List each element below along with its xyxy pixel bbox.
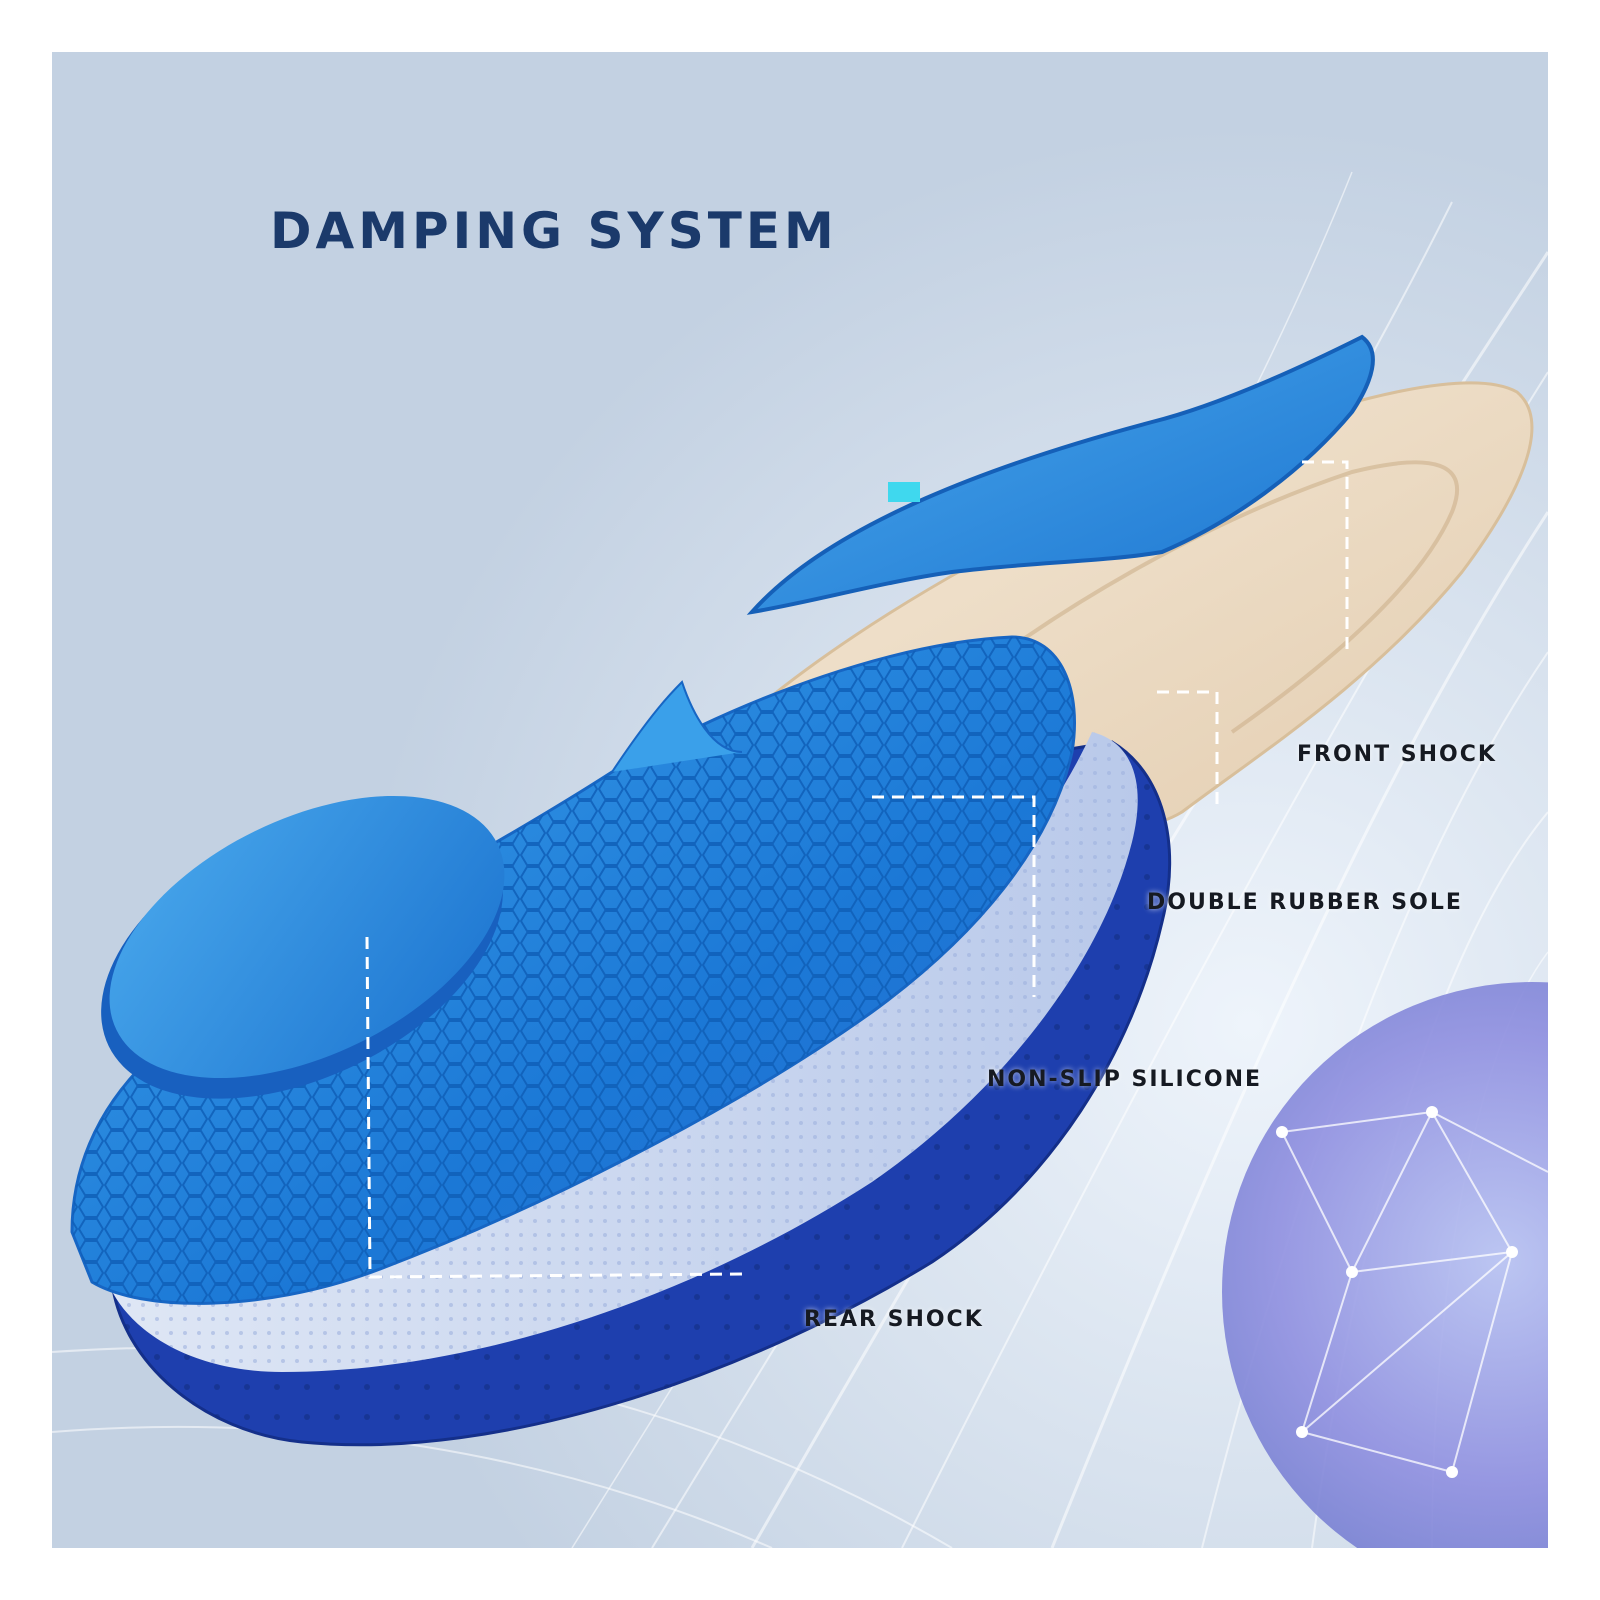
front-pad-highlight (888, 482, 920, 502)
product-image-frame: DAMPING SYSTEM FRONT SHOCK DOUBLE RUBBER… (52, 52, 1548, 1548)
callout-lines (365, 460, 1349, 1279)
non-slip-silicone-label: NON-SLIP SILICONE (987, 1067, 1263, 1092)
non-slip-silicone-leader (872, 795, 1036, 997)
rear-shock-leader (365, 936, 743, 1279)
front-shock-leader (1302, 460, 1349, 652)
double-rubber-sole-label: DOUBLE RUBBER SOLE (1147, 890, 1463, 915)
network-globe-icon (1222, 982, 1548, 1548)
front-shock-label: FRONT SHOCK (1297, 742, 1497, 767)
double-rubber-sole-leader (1157, 690, 1219, 812)
front-shock-pad (746, 334, 1375, 615)
rear-shock-pad (101, 795, 505, 1099)
insole-illustration (52, 52, 1548, 1548)
page-title: DAMPING SYSTEM (270, 202, 838, 260)
rear-shock-label: REAR SHOCK (804, 1307, 984, 1332)
